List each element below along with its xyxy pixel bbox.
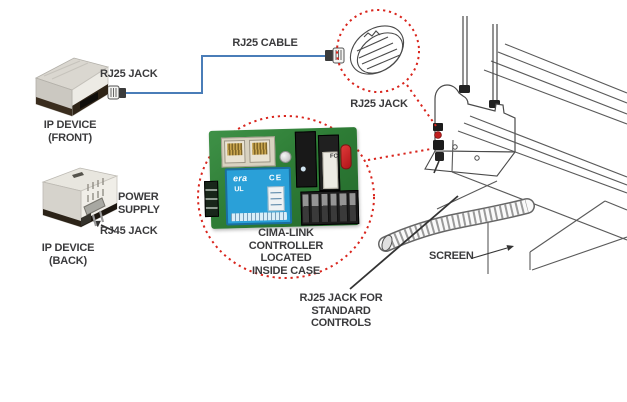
screen-arrowhead <box>506 245 514 251</box>
terminal-strip <box>300 190 360 226</box>
rj-jack-1-pins <box>227 143 243 156</box>
vent-slots <box>87 178 104 202</box>
rj25-plug-right-icon <box>325 47 345 64</box>
rj25-standard-controls-label: RJ25 JACK FOR STANDARD CONTROLS <box>299 292 383 329</box>
relay-sticker-text: FC <box>329 153 339 160</box>
relay-1 <box>294 131 318 188</box>
rj25-jack-left-label: RJ25 JACK <box>100 68 158 80</box>
standard-controls-leader <box>349 195 459 290</box>
screen-sheet <box>487 200 627 274</box>
controller-label: CIMA-LINK CONTROLLER LOCATED INSIDE CASE <box>248 227 324 277</box>
rj25-cable-line <box>126 55 326 94</box>
ip-device-front-art <box>34 57 109 117</box>
side-terminal <box>204 180 219 218</box>
red-component <box>340 144 352 170</box>
rj-jack-2-pins <box>252 142 268 155</box>
case-rj25-jack <box>433 123 444 174</box>
flexible-conduit <box>378 198 535 252</box>
transformer: era UL CE <box>224 166 293 226</box>
transformer-brand: era <box>232 172 248 184</box>
rj25-cable-label: RJ25 CABLE <box>232 37 298 49</box>
power-supply-label: POWER SUPPLY <box>118 191 160 216</box>
case-top-rails <box>483 43 627 125</box>
rj45-jack-label: RJ45 JACK <box>100 225 158 237</box>
ip-device-back-label: IP DEVICE (BACK) <box>41 242 95 267</box>
callout-link-center <box>367 148 432 161</box>
ip-device-back-art <box>41 167 119 228</box>
case-body <box>436 115 627 241</box>
rj25-jack-drawing <box>349 25 405 75</box>
screen-label: SCREEN <box>429 250 474 262</box>
rj-jack-1 <box>223 140 246 164</box>
controller-callout-circle <box>197 115 375 279</box>
ip-device-front-photo <box>30 52 114 132</box>
ip-device-back-photo <box>36 163 122 243</box>
rj25-jack-right-label: RJ25 JACK <box>350 98 408 110</box>
jack-callout-circle <box>336 9 420 93</box>
transformer-label <box>267 185 285 212</box>
rj45-jack-arrow <box>100 224 115 232</box>
cima-link-controller-photo: FC era UL CE <box>204 127 360 229</box>
callout-link-top <box>406 84 437 127</box>
ul-mark: UL <box>234 186 244 194</box>
relay-sticker: FC <box>322 151 339 189</box>
capacitor <box>279 150 292 164</box>
relay-2: FC <box>317 134 341 192</box>
callout-circles <box>197 9 437 279</box>
screen-arrow <box>472 247 508 259</box>
power-connector <box>83 197 106 216</box>
relay-led <box>300 166 306 172</box>
transformer-rating-band <box>230 211 288 222</box>
rj45-connector <box>81 213 91 226</box>
ce-mark: CE <box>268 173 283 183</box>
ip-device-front-label: IP DEVICE (FRONT) <box>43 119 97 144</box>
rj-jack-2 <box>248 139 271 163</box>
